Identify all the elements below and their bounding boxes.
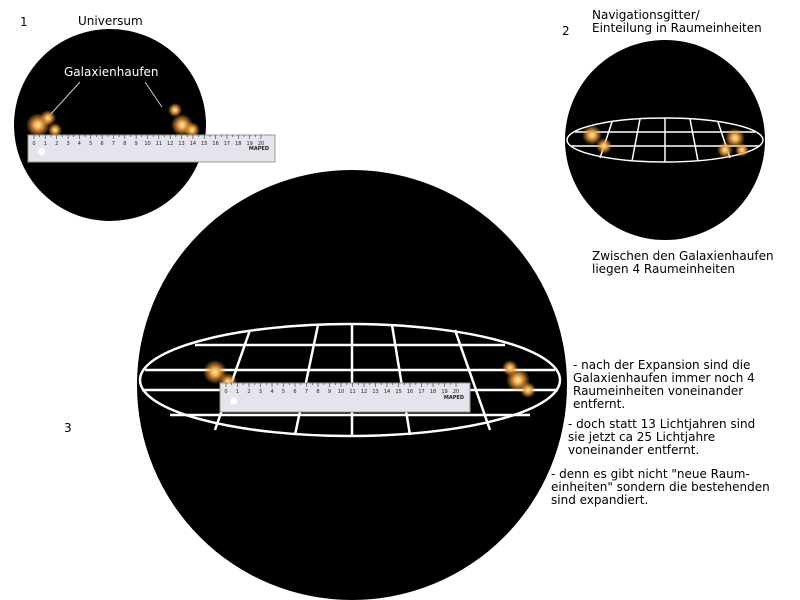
ruler-tick-label: 12 bbox=[167, 141, 173, 147]
panel-2-title-line1: Navigationsgitter/ bbox=[592, 8, 700, 22]
panel-2-caption-line2: liegen 4 Raumeinheiten bbox=[592, 262, 735, 276]
ruler-tick-label: 20 bbox=[453, 389, 459, 395]
ruler-tick-label: 3 bbox=[259, 389, 262, 395]
ruler-tick-label: 0 bbox=[32, 141, 35, 147]
panel-3-note-1: - nach der Expansion sind die Galaxienha… bbox=[573, 358, 755, 411]
ruler-tick-label: 6 bbox=[293, 389, 296, 395]
universe-sphere-1 bbox=[14, 29, 206, 221]
panel-3-note-3: - denn es gibt nicht "neue Raum- einheit… bbox=[551, 467, 770, 507]
ruler-tick-label: 6 bbox=[101, 141, 104, 147]
ruler-hole bbox=[38, 148, 46, 156]
ruler-tick-label: 4 bbox=[78, 141, 81, 147]
ruler-tick-label: 13 bbox=[372, 389, 378, 395]
ruler-tick-label: 2 bbox=[55, 141, 58, 147]
ruler-tick-label: 10 bbox=[144, 141, 150, 147]
galaxy-cluster-left-1 bbox=[26, 110, 62, 137]
pointer-line-right bbox=[144, 81, 163, 108]
ruler-tick-label: 19 bbox=[246, 141, 252, 147]
panel-1-number: 1 bbox=[20, 15, 28, 29]
ruler-tick-label: 11 bbox=[349, 389, 355, 395]
panel-3-note-2: - doch statt 13 Lichtjahren sind sie jet… bbox=[568, 417, 756, 457]
ruler-tick-label: 9 bbox=[328, 389, 331, 395]
ruler-tick-label: 10 bbox=[338, 389, 344, 395]
ruler-tick-label: 12 bbox=[361, 389, 367, 395]
ruler-body bbox=[27, 134, 276, 163]
ruler-tick-label: 1 bbox=[236, 389, 239, 395]
ruler-tick-label: 7 bbox=[305, 389, 308, 395]
ruler-tick-label: 18 bbox=[430, 389, 436, 395]
ruler-tick-label: 16 bbox=[407, 389, 413, 395]
ruler-tick-label: 19 bbox=[441, 389, 447, 395]
ruler-brand-logo: MAPED bbox=[249, 146, 269, 152]
galaxy-cluster-right-1 bbox=[168, 103, 200, 138]
ruler-tick-label: 3 bbox=[66, 141, 69, 147]
ruler-tick-label: 18 bbox=[235, 141, 241, 147]
galaxy-cluster-label: Galaxienhaufen bbox=[64, 65, 159, 79]
ruler-tick-label: 13 bbox=[178, 141, 184, 147]
pointer-line-left bbox=[49, 81, 81, 116]
ruler-body bbox=[219, 382, 471, 413]
ruler-tick-label: 15 bbox=[201, 141, 207, 147]
galaxy-cluster-right-2 bbox=[717, 128, 749, 158]
ruler-tick-label: 17 bbox=[418, 389, 424, 395]
ruler-tick-label: 8 bbox=[316, 389, 319, 395]
ruler-tick-label: 5 bbox=[282, 389, 285, 395]
ruler-tick-label: 4 bbox=[270, 389, 273, 395]
ruler-tick-label: 15 bbox=[395, 389, 401, 395]
ruler-tick-label: 7 bbox=[112, 141, 115, 147]
ruler-tick-label: 20 bbox=[258, 141, 264, 147]
panel-2-title-line2: Einteilung in Raumeinheiten bbox=[592, 21, 762, 35]
panel-1-title: Universum bbox=[78, 14, 143, 28]
ruler-tick-label: 8 bbox=[123, 141, 126, 147]
ruler-tick-label: 5 bbox=[89, 141, 92, 147]
ruler-tick-label: 16 bbox=[212, 141, 218, 147]
ruler-tick-label: 14 bbox=[190, 141, 196, 147]
ruler-hole bbox=[230, 397, 238, 405]
panel-2-number: 2 bbox=[562, 24, 570, 38]
ruler-tick-label: 0 bbox=[224, 389, 227, 395]
panel-3-number: 3 bbox=[64, 421, 72, 435]
ruler-tick-label: 1 bbox=[44, 141, 47, 147]
ruler-tick-label: 11 bbox=[156, 141, 162, 147]
ruler-tick-label: 17 bbox=[224, 141, 230, 147]
ruler-tick-label: 14 bbox=[384, 389, 390, 395]
ruler-tick-label: 2 bbox=[247, 389, 250, 395]
ruler-brand-logo: MAPED bbox=[444, 395, 464, 401]
panel-2-caption-line1: Zwischen den Galaxienhaufen bbox=[592, 249, 774, 263]
ruler-tick-label: 9 bbox=[135, 141, 138, 147]
galaxy-cluster-right-3 bbox=[502, 360, 536, 398]
galaxy-cluster-left-2 bbox=[582, 125, 612, 154]
